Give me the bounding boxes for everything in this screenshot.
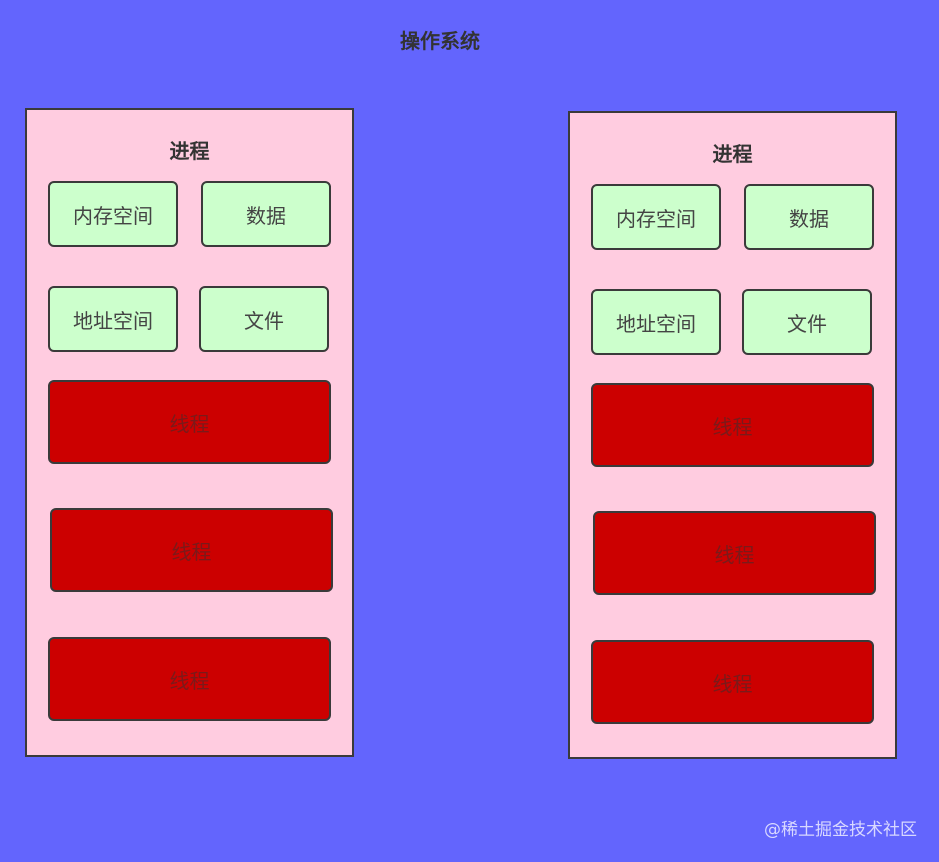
resource-file: 文件	[199, 286, 329, 352]
watermark: @稀土掘金技术社区	[764, 820, 917, 840]
thread-box: 线程	[48, 380, 331, 464]
process-label: 进程	[169, 139, 210, 163]
diagram-title: 操作系统	[400, 29, 480, 53]
process-label: 进程	[712, 142, 753, 166]
resource-data: 数据	[201, 181, 331, 247]
thread-box: 线程	[50, 508, 333, 592]
resource-memory-space: 内存空间	[591, 184, 721, 250]
resource-address-space: 地址空间	[48, 286, 178, 352]
thread-box: 线程	[591, 383, 874, 467]
resource-address-space: 地址空间	[591, 289, 721, 355]
process-box: 进程 内存空间 数据 地址空间 文件 线程 线程 线程	[25, 108, 354, 757]
thread-box: 线程	[593, 511, 876, 595]
thread-box: 线程	[48, 637, 331, 721]
thread-box: 线程	[591, 640, 874, 724]
resource-memory-space: 内存空间	[48, 181, 178, 247]
resource-data: 数据	[744, 184, 874, 250]
process-box: 进程 内存空间 数据 地址空间 文件 线程 线程 线程	[568, 111, 897, 759]
resource-file: 文件	[742, 289, 872, 355]
